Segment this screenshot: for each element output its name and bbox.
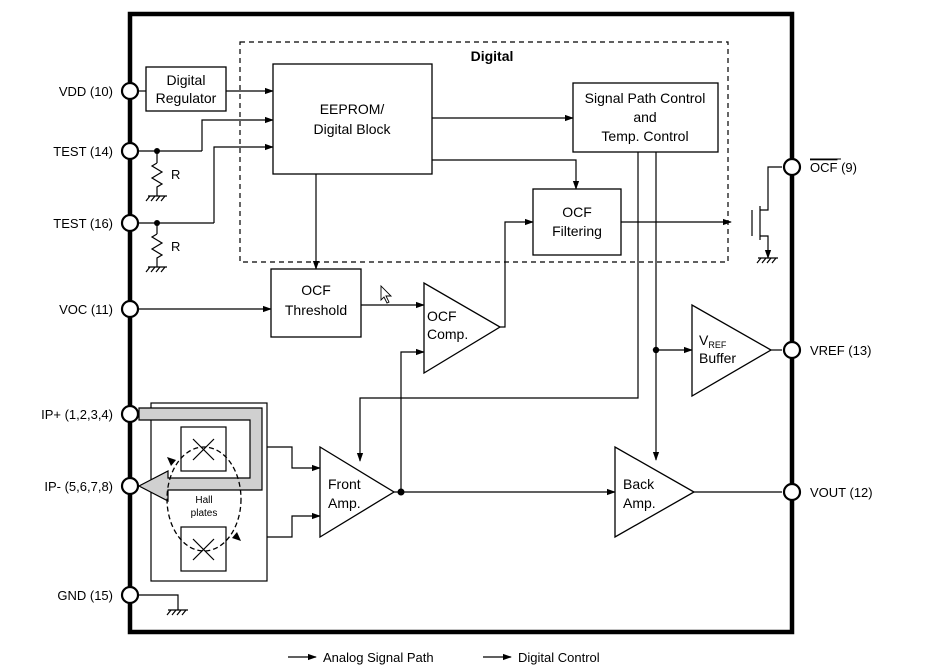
field-arrow-left <box>167 457 176 466</box>
pin-ip-plus <box>120 404 140 424</box>
pin-test16-label: TEST (16) <box>53 216 113 231</box>
digital-region <box>239 41 729 263</box>
wire-eeprom-ocffilt <box>432 159 580 190</box>
digital-regulator-label-1: Digital <box>167 72 206 88</box>
ocf-filtering-label-2: Filtering <box>552 223 602 239</box>
wire-frontamp-ocfcomp <box>400 348 425 492</box>
signal-path-label-1: Signal Path Control <box>585 90 706 106</box>
wire-spc-frontamp <box>356 152 639 462</box>
pin-vdd-label: VDD (10) <box>59 84 113 99</box>
wire-test14-up <box>201 116 274 151</box>
legend-analog-label: Analog Signal Path <box>323 650 434 665</box>
wire-gnd <box>139 594 179 610</box>
pin-ocf <box>782 157 802 177</box>
vref-buffer-label-2: Buffer <box>699 350 736 366</box>
wire-hall-frontamp-top <box>267 446 321 472</box>
ocf-filtering-block: OCF Filtering <box>532 188 622 256</box>
resistor-r1-label: R <box>171 167 180 182</box>
ground-mosfet-hatch <box>756 257 777 264</box>
pin-ip-plus-label: IP+ (1,2,3,4) <box>41 407 113 422</box>
ground-r2-hatch <box>145 266 166 273</box>
field-arrow-right <box>232 532 241 541</box>
back-amplifier: Back Amp. <box>614 445 696 539</box>
pin-test14 <box>120 141 140 161</box>
ocf-threshold-label-2: Threshold <box>285 302 347 318</box>
hall-sensor-module: Hall plates <box>137 402 268 582</box>
legend: Analog Signal Path Digital Control <box>288 650 600 665</box>
wire-hall-frontamp-bot <box>267 512 321 538</box>
ground-r1-hatch <box>145 195 166 202</box>
pin-vref <box>782 340 802 360</box>
pin-ocf-name: OCF <box>810 160 838 175</box>
resistor-r2 <box>150 233 164 267</box>
wire-test16-up <box>213 143 274 223</box>
vref-buffer-label-1: VREF <box>699 332 727 350</box>
pin-vout <box>782 482 802 502</box>
resistor-r2-label: R <box>171 239 180 254</box>
back-amp-label-2: Amp. <box>623 495 656 511</box>
front-amp-label-2: Amp. <box>328 495 361 511</box>
pin-voc-label: VOC (11) <box>59 302 113 317</box>
mosfet-source <box>760 235 772 259</box>
pin-ip-minus-label: IP- (5,6,7,8) <box>44 479 113 494</box>
ocf-threshold-block: OCF Threshold <box>270 268 362 338</box>
front-amplifier: Front Amp. <box>319 445 396 539</box>
pin-test14-label: TEST (14) <box>53 144 113 159</box>
chip-outline <box>127 11 795 635</box>
ocf-comparator: OCF Comp. <box>423 281 502 375</box>
pin-vref-label: VREF (13) <box>810 343 871 358</box>
digital-regulator-label-2: Regulator <box>156 90 217 106</box>
digital-region-title: Digital <box>471 48 514 64</box>
mosfet-drain <box>760 166 782 211</box>
ocf-comp-label-2: Comp. <box>427 326 468 342</box>
resistor-r1 <box>150 162 164 196</box>
pin-vout-label: VOUT (12) <box>810 485 873 500</box>
pin-vdd <box>120 81 140 101</box>
signal-path-control-block: Signal Path Control and Temp. Control <box>572 82 719 153</box>
pin-ocf-number: (9) <box>837 160 857 175</box>
eeprom-label-2: Digital Block <box>313 121 391 137</box>
vref-buffer-sub: REF <box>708 340 727 350</box>
hall-plates-label-1: Hall <box>195 495 212 506</box>
signal-path-label-2: and <box>633 109 656 125</box>
pin-test16 <box>120 213 140 233</box>
current-path-arrow <box>137 407 263 502</box>
ocf-comp-label-1: OCF <box>427 308 457 324</box>
ocf-threshold-label-1: OCF <box>301 282 331 298</box>
back-amp-label-1: Back <box>623 476 655 492</box>
cursor-icon <box>380 284 393 304</box>
pin-ocf-label: OCF (9) <box>810 160 857 175</box>
vref-buffer-v: V <box>699 332 709 348</box>
legend-digital-label: Digital Control <box>518 650 600 665</box>
ground-gnd-hatch <box>166 609 187 616</box>
vref-buffer: VREF Buffer <box>691 303 773 398</box>
eeprom-digital-block: EEPROM/ Digital Block <box>272 63 433 175</box>
wire-comp-filtering <box>500 218 534 328</box>
pin-gnd-label: GND (15) <box>57 588 113 603</box>
digital-regulator-block: Digital Regulator <box>145 66 227 112</box>
ocf-filtering-label-1: OCF <box>562 204 592 220</box>
pin-voc <box>120 299 140 319</box>
hall-plate-top <box>180 426 227 472</box>
pin-gnd <box>120 585 140 605</box>
front-amp-label-1: Front <box>328 476 361 492</box>
pin-ip-minus <box>120 476 140 496</box>
hall-plates-label-2: plates <box>191 508 218 519</box>
hall-field-loop <box>166 446 242 552</box>
signal-path-label-3: Temp. Control <box>601 128 688 144</box>
eeprom-label-1: EEPROM/ <box>320 101 385 117</box>
